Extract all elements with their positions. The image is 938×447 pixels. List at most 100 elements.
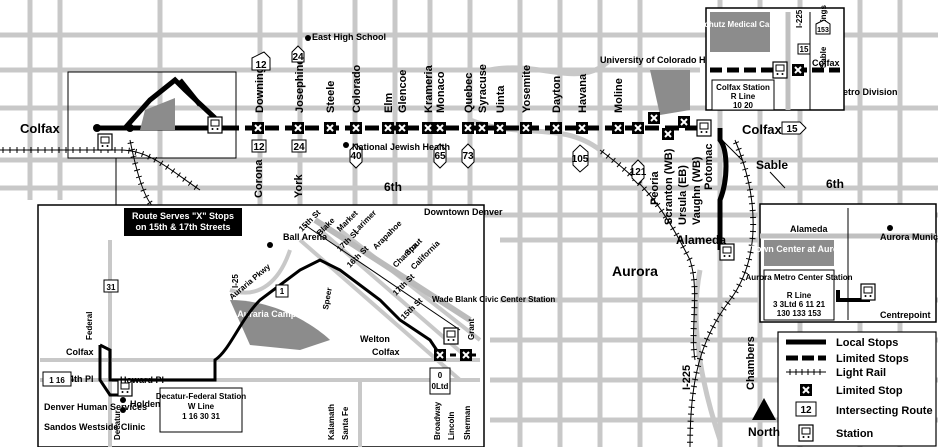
rail-tick <box>138 182 145 186</box>
rail-tick <box>683 251 690 255</box>
downtown-frame <box>67 71 237 159</box>
route-shields: 12 24 12 24 40 65 73 105 <box>251 45 807 185</box>
rail-tick <box>621 166 627 172</box>
svg-text:on 15th & 17th Streets: on 15th & 17th Streets <box>135 222 230 232</box>
svg-text:Centrepoint: Centrepoint <box>880 310 931 320</box>
rail-tick <box>143 194 150 199</box>
svg-text:Welton: Welton <box>360 334 390 344</box>
rail-tick <box>616 162 622 168</box>
rail-tick <box>721 306 727 311</box>
route-shield: 15 <box>781 121 807 135</box>
svg-text:Kalamath: Kalamath <box>327 404 336 440</box>
svg-text:Grant: Grant <box>467 318 476 340</box>
rail-tick <box>611 157 616 164</box>
rail-tick <box>733 141 740 145</box>
svg-text:Aurora Metro Center Station: Aurora Metro Center Station <box>745 273 852 282</box>
svg-text:1 16: 1 16 <box>49 376 65 385</box>
rail-tick <box>673 232 680 237</box>
rail-tick <box>130 155 137 158</box>
route-shield: 73 <box>461 143 475 169</box>
rail-tick <box>132 162 139 165</box>
rail-tick <box>133 168 141 172</box>
svg-text:40: 40 <box>350 151 362 162</box>
svg-text:3 3Ltd 6 11 21: 3 3Ltd 6 11 21 <box>773 300 826 309</box>
svg-text:Broadway: Broadway <box>433 401 442 440</box>
svg-text:Decatur-Federal Station: Decatur-Federal Station <box>156 392 246 401</box>
legend-local: Local Stops <box>836 337 898 349</box>
rail-tick <box>693 371 700 374</box>
street-york: York <box>293 173 305 198</box>
north-arrow: North <box>748 398 780 439</box>
rail-tick <box>127 141 134 145</box>
rail-tick <box>662 214 669 219</box>
street-elm: Elm <box>383 93 395 113</box>
svg-text:Route Serves "X" Stops: Route Serves "X" Stops <box>132 211 234 221</box>
svg-text:Wade Blank Civic Center Statio: Wade Blank Civic Center Station <box>432 295 555 304</box>
rail-tick <box>745 181 752 184</box>
svg-text:Town Center at Aurora: Town Center at Aurora <box>751 244 848 254</box>
svg-text:Federal: Federal <box>85 312 94 340</box>
rail-tick <box>637 181 643 187</box>
rail-tick <box>696 357 703 361</box>
street-steele: Steele <box>325 81 337 113</box>
street-syracuse: Syracuse <box>477 64 489 113</box>
svg-text:North: North <box>748 425 780 439</box>
svg-text:15: 15 <box>786 124 798 135</box>
legend-intersecting: Intersecting Route <box>836 405 933 417</box>
svg-text:Speer: Speer <box>321 287 334 310</box>
svg-text:Anschutz Medical Campus: Anschutz Medical Campus <box>689 20 791 29</box>
street-chambers: Chambers <box>745 336 757 390</box>
svg-text:Santa Fe: Santa Fe <box>341 406 350 440</box>
street-corona: Corona <box>253 159 265 198</box>
rail-tick <box>689 399 696 402</box>
street-josephine: Josephine <box>294 59 306 113</box>
rail-tick <box>713 318 720 323</box>
anschutz-inset: Anschutz Medical Campus I-225 Billings S… <box>689 5 845 111</box>
rail-tick <box>670 226 676 231</box>
svg-text:I-225: I-225 <box>795 9 804 28</box>
route-shield: 12 <box>251 139 267 153</box>
svg-text:Colfax: Colfax <box>812 58 840 68</box>
rail-tick <box>749 237 756 240</box>
rail-tick <box>159 160 164 167</box>
svg-text:15: 15 <box>800 45 809 54</box>
street-ursula: Ursula (EB) <box>677 165 689 225</box>
rail-tick <box>735 147 742 151</box>
svg-text:12: 12 <box>800 405 812 416</box>
rail-tick <box>695 364 702 368</box>
svg-text:12: 12 <box>253 142 265 153</box>
svg-text:31: 31 <box>107 283 116 292</box>
sable-callout <box>721 139 786 189</box>
downtown-inset: Route Serves "X" Stops on 15th & 17th St… <box>37 204 555 447</box>
rail-tick <box>710 324 716 329</box>
rail-tick <box>176 172 181 178</box>
station-icon <box>97 133 113 151</box>
svg-text:W Line: W Line <box>188 402 215 411</box>
rail-tick <box>747 251 754 254</box>
svg-text:24: 24 <box>292 52 304 63</box>
colfax-label: Colfax <box>20 121 61 136</box>
route-shield: 105 <box>572 144 589 173</box>
downtown-blob <box>140 98 175 130</box>
svg-text:65: 65 <box>434 151 446 162</box>
uc-hospital-blob <box>650 70 690 115</box>
rail-tick <box>688 264 695 268</box>
svg-text:Colfax Station: Colfax Station <box>716 83 770 92</box>
rail-tick <box>748 202 756 205</box>
route-shield: 121 <box>630 159 647 185</box>
rail-tick <box>135 175 142 179</box>
svg-text:Decatur: Decatur <box>113 410 122 440</box>
rail-tick <box>729 295 735 300</box>
svg-text:R Line: R Line <box>731 92 756 101</box>
aurora-label: Aurora <box>612 263 658 279</box>
street-quebec: Quebec <box>463 73 475 113</box>
svg-text:0Ltd: 0Ltd <box>432 382 449 391</box>
svg-text:Downtown Denver: Downtown Denver <box>424 207 503 217</box>
rail-tick <box>748 195 755 198</box>
svg-text:73: 73 <box>462 151 474 162</box>
street-havana: Havana <box>577 73 589 113</box>
svg-text:Colfax: Colfax <box>372 347 400 357</box>
svg-text:130 133 153: 130 133 153 <box>777 309 822 318</box>
legend-limited-stop: Limited Stop <box>836 385 903 397</box>
